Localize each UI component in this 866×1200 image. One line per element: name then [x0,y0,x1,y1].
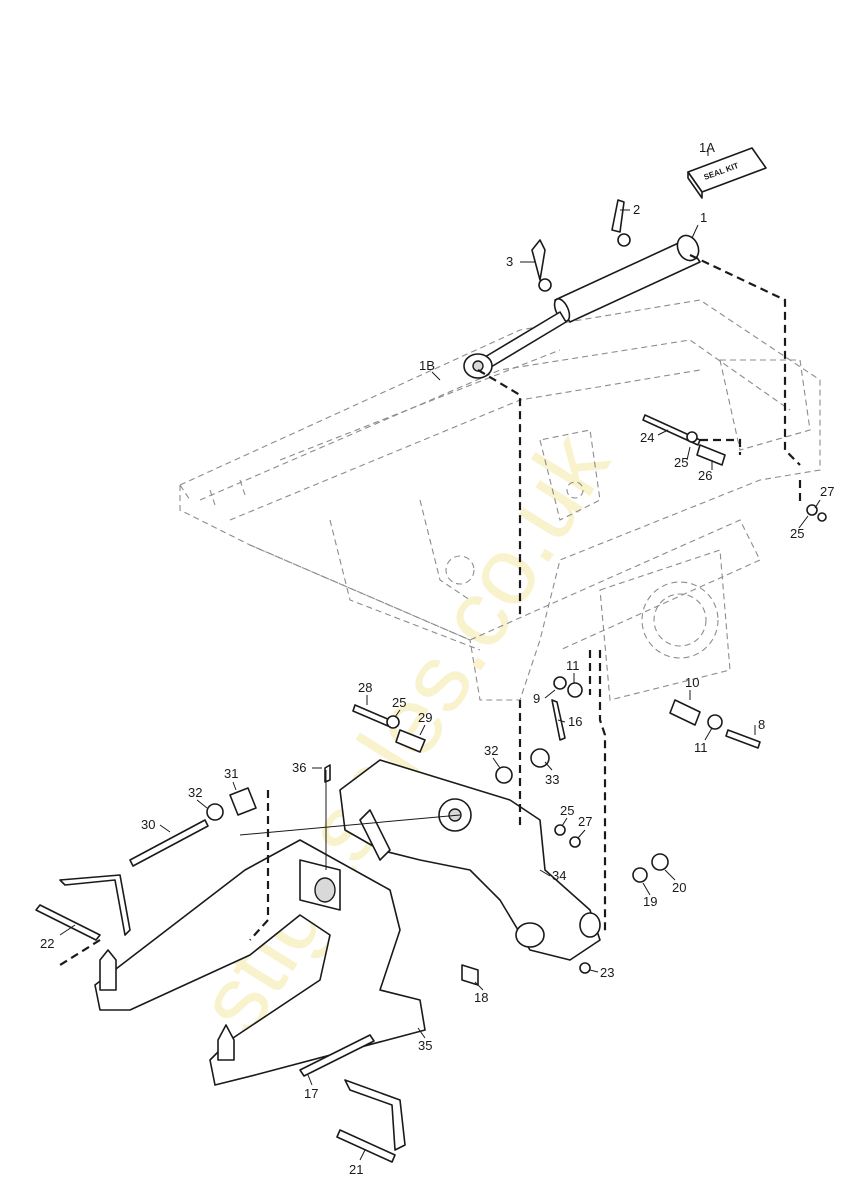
callout-10: 10 [685,675,699,690]
callout-28: 28 [358,680,372,695]
callout-35: 35 [418,1038,432,1053]
callout-36: 36 [292,760,306,775]
callout-24: 24 [640,430,654,445]
callout-11: 11 [566,658,580,673]
callout-21: 21 [349,1162,363,1177]
callout-9: 9 [533,691,540,706]
lift-arm-bracket [339,759,601,961]
callout-30: 30 [141,817,155,832]
callout-23: 23 [600,965,614,980]
callout-22: 22 [40,936,54,951]
hydraulic-cylinder [463,199,701,379]
callout-25: 25 [790,526,804,541]
leader-lines [59,150,821,1161]
callout-25: 25 [560,803,574,818]
callout-1A: 1A [699,140,715,155]
callout-20: 20 [672,880,686,895]
hardware-items [35,414,827,1163]
callout-3: 3 [506,254,513,269]
seal-kit-box: SEAL KIT [687,147,767,199]
callout-19: 19 [643,894,657,909]
front-hitch-frame [94,839,426,1086]
callout-11: 11 [694,740,708,755]
callout-34: 34 [552,868,566,883]
callout-32: 32 [188,785,202,800]
callout-32: 32 [484,743,498,758]
callout-33: 33 [545,772,559,787]
callout-25: 25 [392,695,406,710]
callout-17: 17 [304,1086,318,1101]
callout-25: 25 [674,455,688,470]
callout-26: 26 [698,468,712,483]
callout-1: 1 [700,210,707,225]
assembly-lines [59,254,802,966]
callout-27: 27 [820,484,834,499]
callout-31: 31 [224,766,238,781]
callout-29: 29 [418,710,432,725]
callout-1B: 1B [419,358,435,373]
callout-16: 16 [568,714,582,729]
callout-labels: 1A 1 2 3 1B 24 25 26 27 25 28 25 29 9 11… [40,140,834,1177]
callout-8: 8 [758,717,765,732]
callout-2: 2 [633,202,640,217]
callout-18: 18 [474,990,488,1005]
callout-27: 27 [578,814,592,829]
